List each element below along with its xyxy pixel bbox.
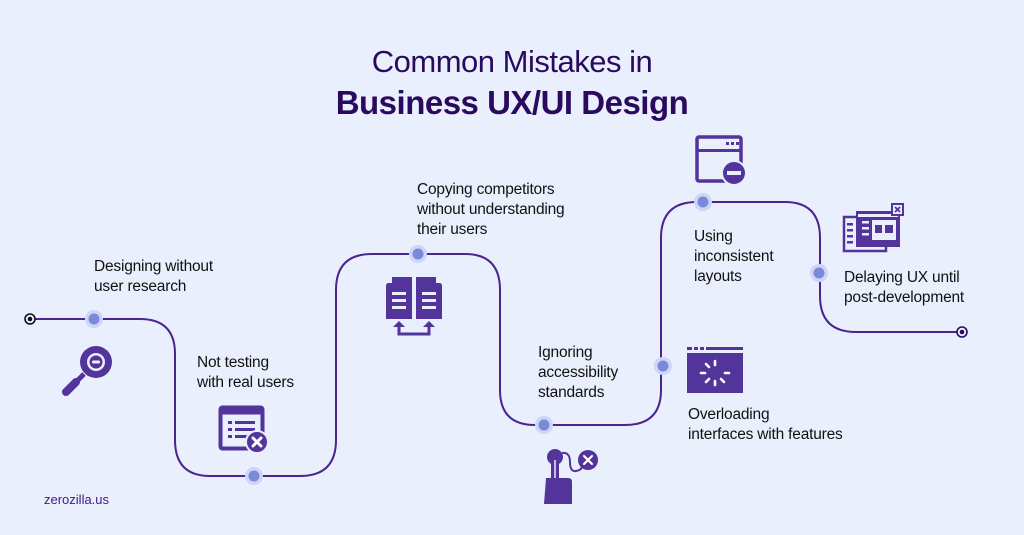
window-minus-icon (695, 135, 747, 186)
step-label-6: Using inconsistent layouts (694, 228, 774, 285)
milestone-dot-2 (245, 467, 263, 485)
step-label-4: Ignoring accessibility standards (538, 344, 619, 401)
touch-x-icon (544, 449, 598, 504)
step-label-2: Not testing with real users (197, 354, 294, 391)
list-window-x-icon (218, 405, 269, 454)
milestone-dot-3 (409, 245, 427, 263)
loading-window-icon (687, 347, 743, 393)
title-line-2: Business UX/UI Design (335, 84, 689, 121)
stacked-windows-icon (842, 203, 904, 253)
milestone-dot-7 (810, 264, 828, 282)
title-line-1: Common Mistakes in (371, 44, 653, 79)
start-marker (24, 313, 36, 325)
timeline-path (30, 201, 962, 477)
search-minus-icon (62, 346, 112, 396)
step-label-5: Overloading interfaces with features (688, 406, 843, 443)
milestone-dot-6 (694, 193, 712, 211)
end-marker (956, 326, 968, 338)
milestone-dot-4 (535, 416, 553, 434)
brand-link[interactable]: zerozilla.us (44, 492, 110, 507)
step-label-7: Delaying UX until post-development (844, 269, 965, 306)
title: Common Mistakes in Business UX/UI Design (0, 42, 1024, 124)
copy-documents-icon (386, 277, 442, 336)
milestone-dot-5 (654, 357, 672, 375)
step-label-3: Copying competitors without understandin… (417, 181, 565, 238)
step-label-1: Designing without user research (94, 258, 213, 295)
milestone-dot-1 (85, 310, 103, 328)
